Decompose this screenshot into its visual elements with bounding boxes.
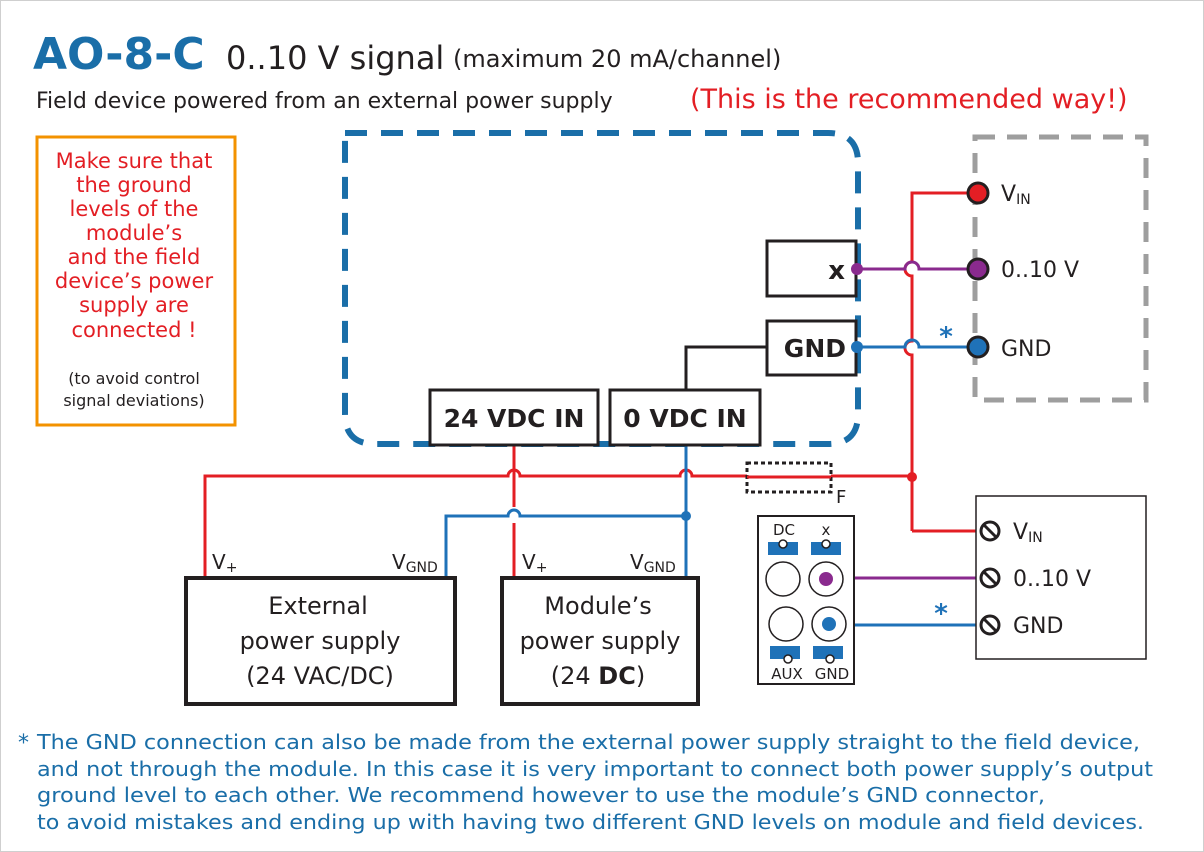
footnote-line: to avoid mistakes and ending up with hav…	[37, 810, 1144, 834]
warning-line: and the field	[68, 245, 201, 269]
asterisk-mark: *	[939, 322, 953, 352]
warning-line: module’s	[86, 221, 182, 245]
connector-gnd-dot	[822, 617, 836, 631]
field-gnd-label: GND	[1001, 337, 1051, 362]
connector-socket	[765, 561, 801, 597]
screw-terminal-vin	[979, 520, 1001, 542]
warning-box	[35, 135, 237, 427]
asterisk-mark: *	[934, 599, 948, 629]
terminal-gnd-dot	[851, 341, 863, 353]
warning-line: levels of the	[70, 197, 199, 221]
warning-line: the ground	[76, 173, 191, 197]
field-device-terminal-box	[975, 495, 1147, 660]
mod-supply-line: (24 DC)	[551, 662, 645, 690]
wire-signal-top	[857, 260, 976, 271]
footnote-line: ground level to each other. We recommend…	[37, 783, 1045, 807]
ext-vgnd-label: VGND	[392, 550, 438, 576]
model-title: AO-8-C	[33, 29, 205, 80]
field2-gnd-label: GND	[1013, 614, 1063, 639]
wire-vgnd-bridge	[444, 508, 686, 577]
junction-dot	[681, 511, 691, 521]
terminal-x-label: x	[828, 256, 845, 286]
input-0vdc-label: 0 VDC IN	[623, 404, 746, 433]
mod-supply-line: power supply	[520, 627, 681, 655]
junction-dot	[907, 472, 917, 482]
field-vin-label: VIN	[1001, 182, 1031, 208]
field2-vin-label: VIN	[1013, 520, 1043, 546]
ext-supply-line: External	[268, 592, 368, 620]
warning-line: device’s power	[55, 269, 214, 293]
connector-aux-label: AUX	[771, 665, 803, 683]
connector-pin	[821, 539, 831, 549]
recommendation-note: (This is the recommended way!)	[690, 84, 1128, 115]
connector-pin	[783, 654, 793, 664]
connector-pin	[778, 539, 788, 549]
warning-line: Make sure that	[56, 149, 213, 173]
screw-terminal-signal	[979, 567, 1001, 589]
ext-vplus-label: V+	[212, 550, 237, 576]
module-outline	[342, 130, 861, 447]
mod-vgnd-label: VGND	[630, 550, 676, 576]
connector-signal-dot	[819, 572, 833, 586]
connector-pad	[813, 646, 843, 659]
subtitle: Field device powered from an external po…	[36, 89, 613, 114]
terminal-gnd-label: GND	[784, 334, 846, 363]
wire-gnd-top	[857, 338, 976, 349]
wire-vplus-bus	[203, 468, 912, 577]
connector-socket	[768, 606, 804, 642]
mod-supply-line: Module’s	[544, 592, 651, 620]
input-0vdc-box	[608, 388, 762, 447]
warning-note-line: signal deviations)	[63, 391, 204, 410]
field2-signal-label: 0..10 V	[1013, 567, 1091, 592]
field-signal-label: 0..10 V	[1001, 258, 1079, 283]
terminal-x-dot	[851, 263, 863, 275]
signal-title: 0..10 V signal	[226, 39, 444, 77]
fuse-label: F	[836, 487, 846, 508]
ext-supply-line: (24 VAC/DC)	[246, 662, 394, 690]
input-24vdc-label: 24 VDC IN	[444, 404, 585, 433]
connector-x-label: x	[822, 521, 831, 539]
field-vin-terminal	[966, 181, 990, 205]
warning-note-line: (to avoid control	[68, 369, 200, 388]
footnote-star: *	[18, 731, 29, 756]
field-signal-terminal	[966, 257, 990, 281]
ext-supply-line: power supply	[240, 627, 401, 655]
signal-note: (maximum 20 mA/channel)	[453, 45, 781, 73]
field-gnd-terminal	[966, 335, 990, 359]
external-power-supply	[184, 576, 457, 706]
module-power-supply	[500, 576, 700, 706]
input-24vdc-box	[428, 388, 600, 447]
connector-pad	[770, 646, 800, 659]
warning-line: supply are	[79, 293, 189, 317]
footnote-line: and not through the module. In this case…	[37, 757, 1153, 781]
connector-dc-label: DC	[773, 521, 795, 539]
footnote-line: The GND connection can also be made from…	[36, 730, 1140, 754]
connector-gnd-label: GND	[815, 665, 849, 683]
screw-terminal-gnd	[979, 614, 1001, 636]
connector-pin	[825, 654, 835, 664]
wire-module-gnd	[684, 345, 767, 389]
warning-line: connected !	[71, 318, 196, 342]
mod-vplus-label: V+	[522, 550, 547, 576]
